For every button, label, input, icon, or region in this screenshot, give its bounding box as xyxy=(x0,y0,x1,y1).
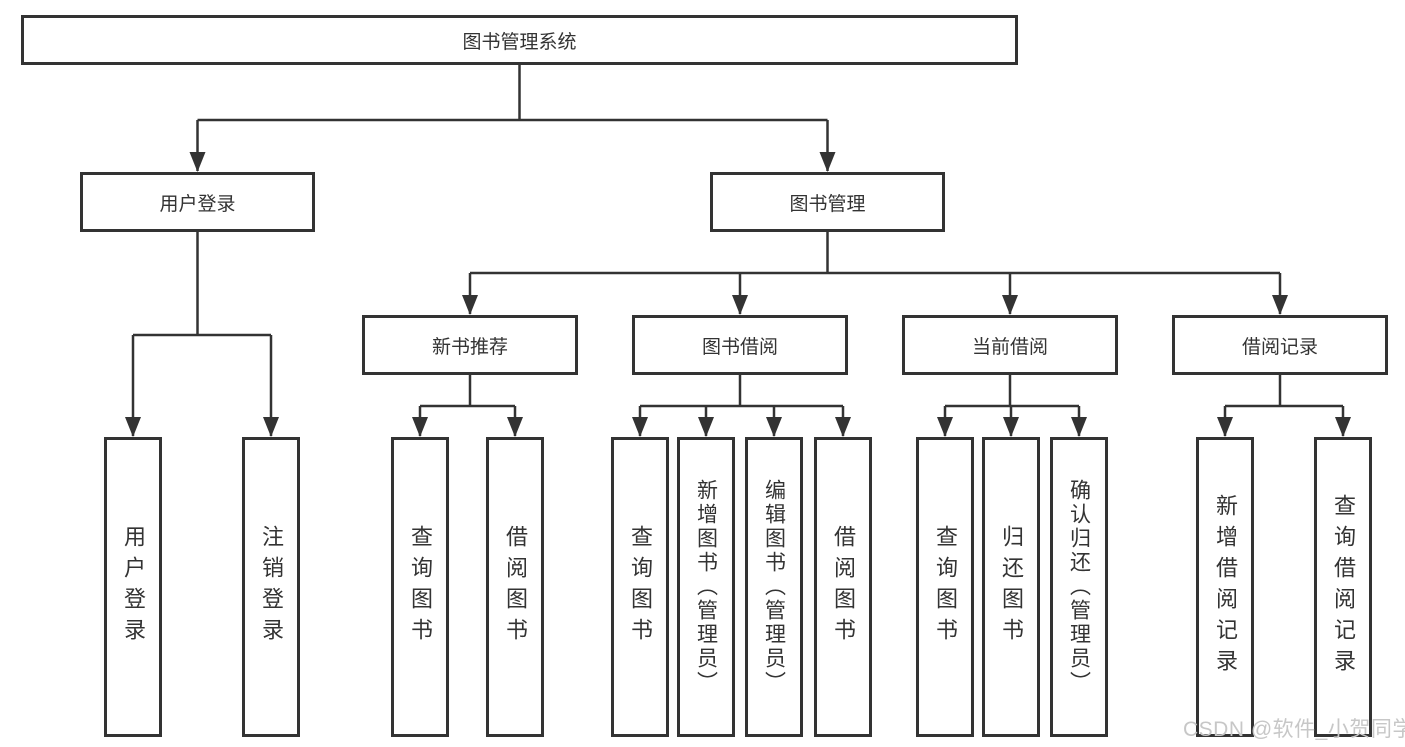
node-new-book-recommend: 新书推荐 xyxy=(362,315,578,375)
leaf-bb-edit-book-admin: 编辑图书（管理员） xyxy=(745,437,803,737)
leaf-bb-query-book: 查询图书 xyxy=(611,437,669,737)
leaf-br-query-record-label: 查询借阅记录 xyxy=(1331,494,1356,680)
node-current-borrowing: 当前借阅 xyxy=(902,315,1118,375)
leaf-cb-return-book: 归还图书 xyxy=(982,437,1040,737)
leaf-bb-edit-book-admin-label: 编辑图书（管理员） xyxy=(762,479,786,695)
leaf-bb-add-book-admin: 新增图书（管理员） xyxy=(677,437,735,737)
leaf-user-login: 用户登录 xyxy=(104,437,162,737)
leaf-br-add-record: 新增借阅记录 xyxy=(1196,437,1254,737)
node-current-borrowing-label: 当前借阅 xyxy=(971,336,1048,358)
leaf-rec-query-book-label: 查询图书 xyxy=(408,525,433,649)
leaf-cb-confirm-return-admin-label: 确认归还（管理员） xyxy=(1067,479,1091,695)
leaf-br-add-record-label: 新增借阅记录 xyxy=(1213,494,1238,680)
leaf-bb-add-book-admin-label: 新增图书（管理员） xyxy=(694,479,718,695)
leaf-logout-label: 注销登录 xyxy=(259,525,284,649)
leaf-user-login-label: 用户登录 xyxy=(121,525,146,649)
node-borrowing-records-label: 借阅记录 xyxy=(1241,336,1318,358)
node-user-login-label: 用户登录 xyxy=(159,193,236,215)
node-borrowing-records: 借阅记录 xyxy=(1172,315,1388,375)
node-user-login: 用户登录 xyxy=(80,172,315,232)
leaf-bb-borrow-book-label: 借阅图书 xyxy=(831,525,856,649)
node-book-management-label: 图书管理 xyxy=(789,193,866,215)
node-book-borrowing-label: 图书借阅 xyxy=(701,336,778,358)
leaf-logout: 注销登录 xyxy=(242,437,300,737)
node-library-management-system-label: 图书管理系统 xyxy=(462,31,577,53)
leaf-rec-borrow-book-label: 借阅图书 xyxy=(503,525,528,649)
leaf-rec-borrow-book: 借阅图书 xyxy=(486,437,544,737)
leaf-cb-query-book-label: 查询图书 xyxy=(933,525,958,649)
leaf-cb-confirm-return-admin: 确认归还（管理员） xyxy=(1050,437,1108,737)
leaf-cb-query-book: 查询图书 xyxy=(916,437,974,737)
node-book-management: 图书管理 xyxy=(710,172,945,232)
leaf-bb-borrow-book: 借阅图书 xyxy=(814,437,872,737)
node-library-management-system: 图书管理系统 xyxy=(21,15,1018,65)
leaf-bb-query-book-label: 查询图书 xyxy=(628,525,653,649)
leaf-rec-query-book: 查询图书 xyxy=(391,437,449,737)
csdn-watermark: CSDN @软件_小贺同学 xyxy=(1183,718,1405,741)
leaf-br-query-record: 查询借阅记录 xyxy=(1314,437,1372,737)
node-new-book-recommend-label: 新书推荐 xyxy=(431,336,508,358)
leaf-cb-return-book-label: 归还图书 xyxy=(999,525,1024,649)
node-book-borrowing: 图书借阅 xyxy=(632,315,848,375)
